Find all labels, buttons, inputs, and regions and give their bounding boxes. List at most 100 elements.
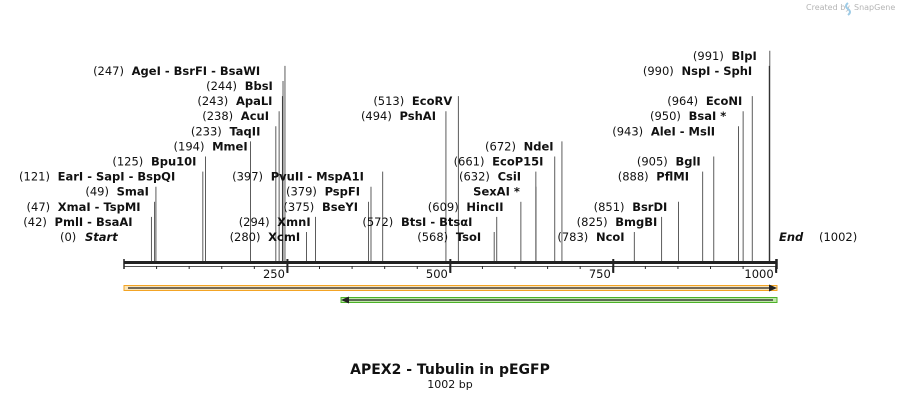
site-position: (783) bbox=[557, 230, 592, 244]
site-label-bmgBI: (825) BmgBI bbox=[577, 215, 658, 229]
site-label-bglI: (905) BglI bbox=[637, 155, 701, 169]
site-label-ndeI: (672) NdeI bbox=[485, 139, 554, 153]
site-position: (49) bbox=[85, 185, 112, 199]
enzyme-name: BsaI * bbox=[689, 109, 727, 123]
enzyme-name: PflMI bbox=[656, 170, 689, 184]
watermark-brand: SnapGene bbox=[854, 3, 895, 12]
site-position: (397) bbox=[232, 170, 267, 184]
site-label-ecoRV: (513) EcoRV bbox=[373, 94, 452, 108]
enzyme-name: SexAI * bbox=[473, 185, 520, 199]
site-label-hincII: (609) HincII bbox=[428, 200, 504, 214]
ruler-tick-label: 500 bbox=[426, 267, 448, 281]
site-position: (609) bbox=[428, 200, 463, 214]
site-label-csiI: (632) CsiI bbox=[459, 170, 521, 184]
site-position: (572) bbox=[362, 215, 397, 229]
enzyme-name: BsaWI bbox=[220, 64, 260, 78]
enzyme-name: SphI bbox=[723, 64, 752, 78]
site-label-ecoNI: (964) EcoNI bbox=[667, 94, 742, 108]
cut-site-lines bbox=[150, 50, 771, 261]
site-label-smaI: (49) SmaI bbox=[85, 185, 149, 199]
enzyme-name: TaqII bbox=[229, 124, 260, 138]
enzyme-name: NcoI bbox=[596, 230, 625, 244]
site-label-ageI: (247) AgeI - BsrFI - BsaWI bbox=[93, 64, 260, 78]
site-label-sexAI: SexAI * bbox=[473, 185, 520, 199]
site-position: (47) bbox=[27, 200, 54, 214]
enzyme-name: BmgBI bbox=[615, 215, 657, 229]
site-label-xmnI: (294) XmnI bbox=[239, 215, 311, 229]
start-label: Start bbox=[85, 230, 118, 244]
site-label-earI: (121) EarI - SapI - BspQI bbox=[19, 170, 175, 184]
enzyme-name: PshAI bbox=[400, 109, 436, 123]
ruler-tick-label: 250 bbox=[263, 267, 285, 281]
enzyme-separator: - bbox=[125, 170, 138, 184]
enzyme-name: HincII bbox=[466, 200, 503, 214]
site-position: (42) bbox=[23, 215, 50, 229]
site-position: (375) bbox=[283, 200, 318, 214]
watermark-prefix: Created by bbox=[806, 3, 850, 12]
enzyme-name: TsoI bbox=[456, 230, 481, 244]
enzyme-separator: - bbox=[91, 200, 104, 214]
site-position: (568) bbox=[417, 230, 452, 244]
site-label-bsaI: (950) BsaI * bbox=[650, 109, 726, 123]
enzyme-name: MspA1I bbox=[316, 170, 364, 184]
enzyme-name: EcoRV bbox=[412, 94, 452, 108]
enzyme-name: BspQI bbox=[137, 170, 175, 184]
enzyme-name: BglI bbox=[675, 155, 700, 169]
enzyme-name: BtsαI bbox=[439, 215, 472, 229]
site-label-apaLI: (243) ApaLI bbox=[197, 94, 272, 108]
site-position: (964) bbox=[667, 94, 702, 108]
site-position: (280) bbox=[230, 230, 265, 244]
orange-feature-arrowhead bbox=[769, 284, 777, 292]
cut-site-labels: (42) PmlI - BsaAI(47) XmaI - TspMI(49) S… bbox=[19, 49, 757, 244]
enzyme-name: BlpI bbox=[732, 49, 757, 63]
enzyme-name: EcoNI bbox=[706, 94, 742, 108]
site-label-bbsI: (244) BbsI bbox=[206, 79, 273, 93]
site-label-nspI: (990) NspI - SphI bbox=[643, 64, 752, 78]
enzyme-separator: - bbox=[303, 170, 316, 184]
enzyme-name: NspI bbox=[681, 64, 710, 78]
enzyme-name: AleI bbox=[651, 124, 676, 138]
ruler-tick-label: 750 bbox=[589, 267, 611, 281]
site-position: (991) bbox=[693, 49, 728, 63]
enzyme-name: EcoP15I bbox=[492, 155, 543, 169]
site-position: (125) bbox=[112, 155, 147, 169]
site-position: (513) bbox=[373, 94, 408, 108]
enzyme-name: MmeI bbox=[212, 139, 248, 153]
enzyme-separator: - bbox=[207, 64, 220, 78]
enzyme-separator: - bbox=[161, 64, 174, 78]
site-position: (121) bbox=[19, 170, 54, 184]
site-label-aleI: (943) AleI - MslI bbox=[612, 124, 715, 138]
start-position: (0) bbox=[60, 230, 76, 244]
site-label-bpu10I: (125) Bpu10I bbox=[112, 155, 196, 169]
enzyme-name: BsrFI bbox=[174, 64, 207, 78]
enzyme-name: EarI bbox=[58, 170, 84, 184]
site-position: (851) bbox=[594, 200, 629, 214]
site-position: (244) bbox=[206, 79, 241, 93]
site-label-xcmI: (280) XcmI bbox=[230, 230, 301, 244]
enzyme-name: SmaI bbox=[117, 185, 149, 199]
enzyme-name: BsaAI bbox=[96, 215, 133, 229]
end-position: (1002) bbox=[819, 230, 857, 244]
end-label: End bbox=[779, 230, 804, 244]
enzyme-separator: - bbox=[83, 170, 96, 184]
enzyme-separator: - bbox=[676, 124, 689, 138]
site-position: (247) bbox=[93, 64, 128, 78]
site-position: (888) bbox=[618, 170, 653, 184]
site-position: (238) bbox=[202, 109, 237, 123]
enzyme-name: ApaLI bbox=[236, 94, 273, 108]
enzyme-name: PvuII bbox=[271, 170, 304, 184]
ends-labels: (0) Start End (1002) bbox=[60, 230, 857, 244]
site-label-pmlI: (42) PmlI - BsaAI bbox=[23, 215, 132, 229]
site-label-blpI: (991) BlpI bbox=[693, 49, 757, 63]
site-position: (494) bbox=[361, 109, 396, 123]
ruler-ticks bbox=[123, 259, 778, 273]
site-label-bseYI: (375) BseYI bbox=[283, 200, 358, 214]
site-label-ecoP15I: (661) EcoP15I bbox=[454, 155, 544, 169]
green-feature-arrowhead bbox=[341, 296, 350, 304]
enzyme-name: BseYI bbox=[322, 200, 358, 214]
site-position: (672) bbox=[485, 139, 520, 153]
enzyme-separator: - bbox=[710, 64, 723, 78]
map-title: APEX2 - Tubulin in pEGFP bbox=[350, 362, 550, 378]
